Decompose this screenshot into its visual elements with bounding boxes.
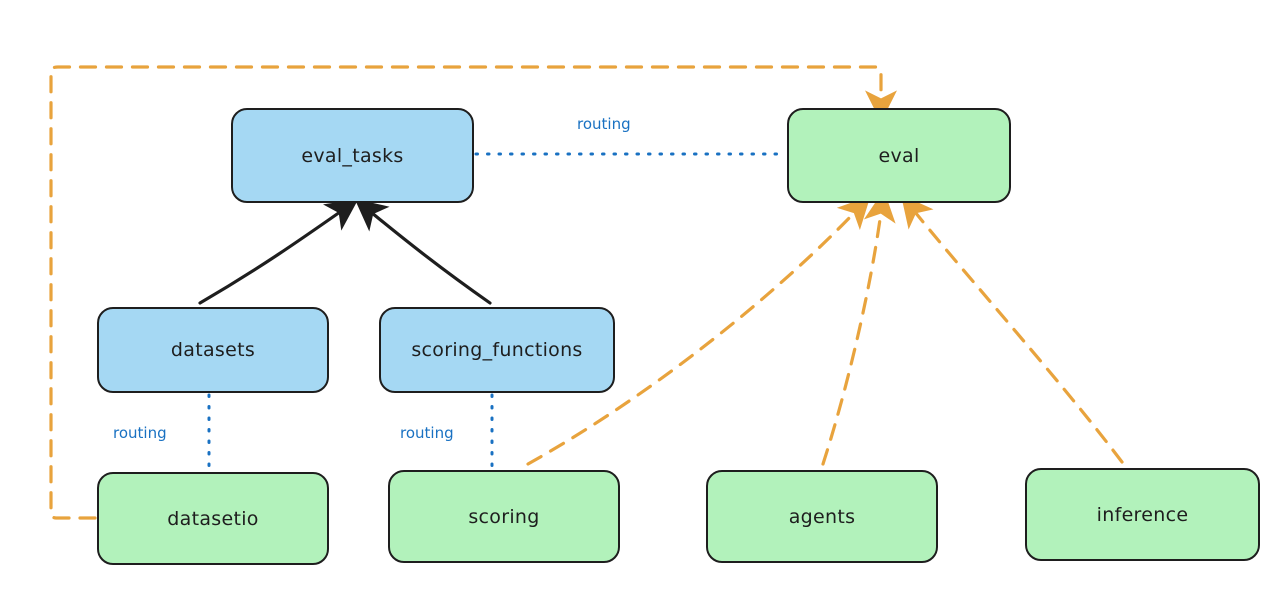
node-label-datasetio: datasetio: [167, 507, 259, 530]
node-label-datasets: datasets: [170, 339, 256, 361]
edge-scoring_functions-eval_tasks: [354, 198, 492, 305]
node-datasets[interactable]: datasets: [97, 307, 329, 393]
node-inference[interactable]: inference: [1025, 468, 1260, 561]
node-label-scoring: scoring: [468, 505, 540, 528]
edge-label-routing-datasetio: routing: [113, 424, 167, 442]
edge-label-routing-scoring: routing: [400, 424, 454, 442]
edge-agents-eval: [821, 189, 896, 466]
node-eval[interactable]: eval: [787, 108, 1011, 203]
node-label-scoring-functions: scoring_functions: [411, 339, 583, 361]
node-label-eval-tasks: eval_tasks: [301, 144, 404, 167]
edge-label-routing-eval: routing: [577, 115, 631, 133]
node-agents[interactable]: agents: [706, 470, 938, 563]
node-eval-tasks[interactable]: eval_tasks: [231, 108, 474, 203]
node-label-eval: eval: [878, 144, 920, 167]
node-label-agents: agents: [788, 505, 856, 528]
edge-datasets-eval_tasks: [198, 199, 359, 305]
node-label-inference: inference: [1096, 503, 1189, 526]
node-datasetio[interactable]: datasetio: [97, 472, 329, 565]
edge-datasetio-eval: [49, 65, 897, 520]
edge-inference-eval: [900, 194, 1124, 464]
edge-scoring-eval: [526, 195, 871, 466]
node-scoring[interactable]: scoring: [388, 470, 620, 563]
node-scoring-functions[interactable]: scoring_functions: [379, 307, 615, 393]
